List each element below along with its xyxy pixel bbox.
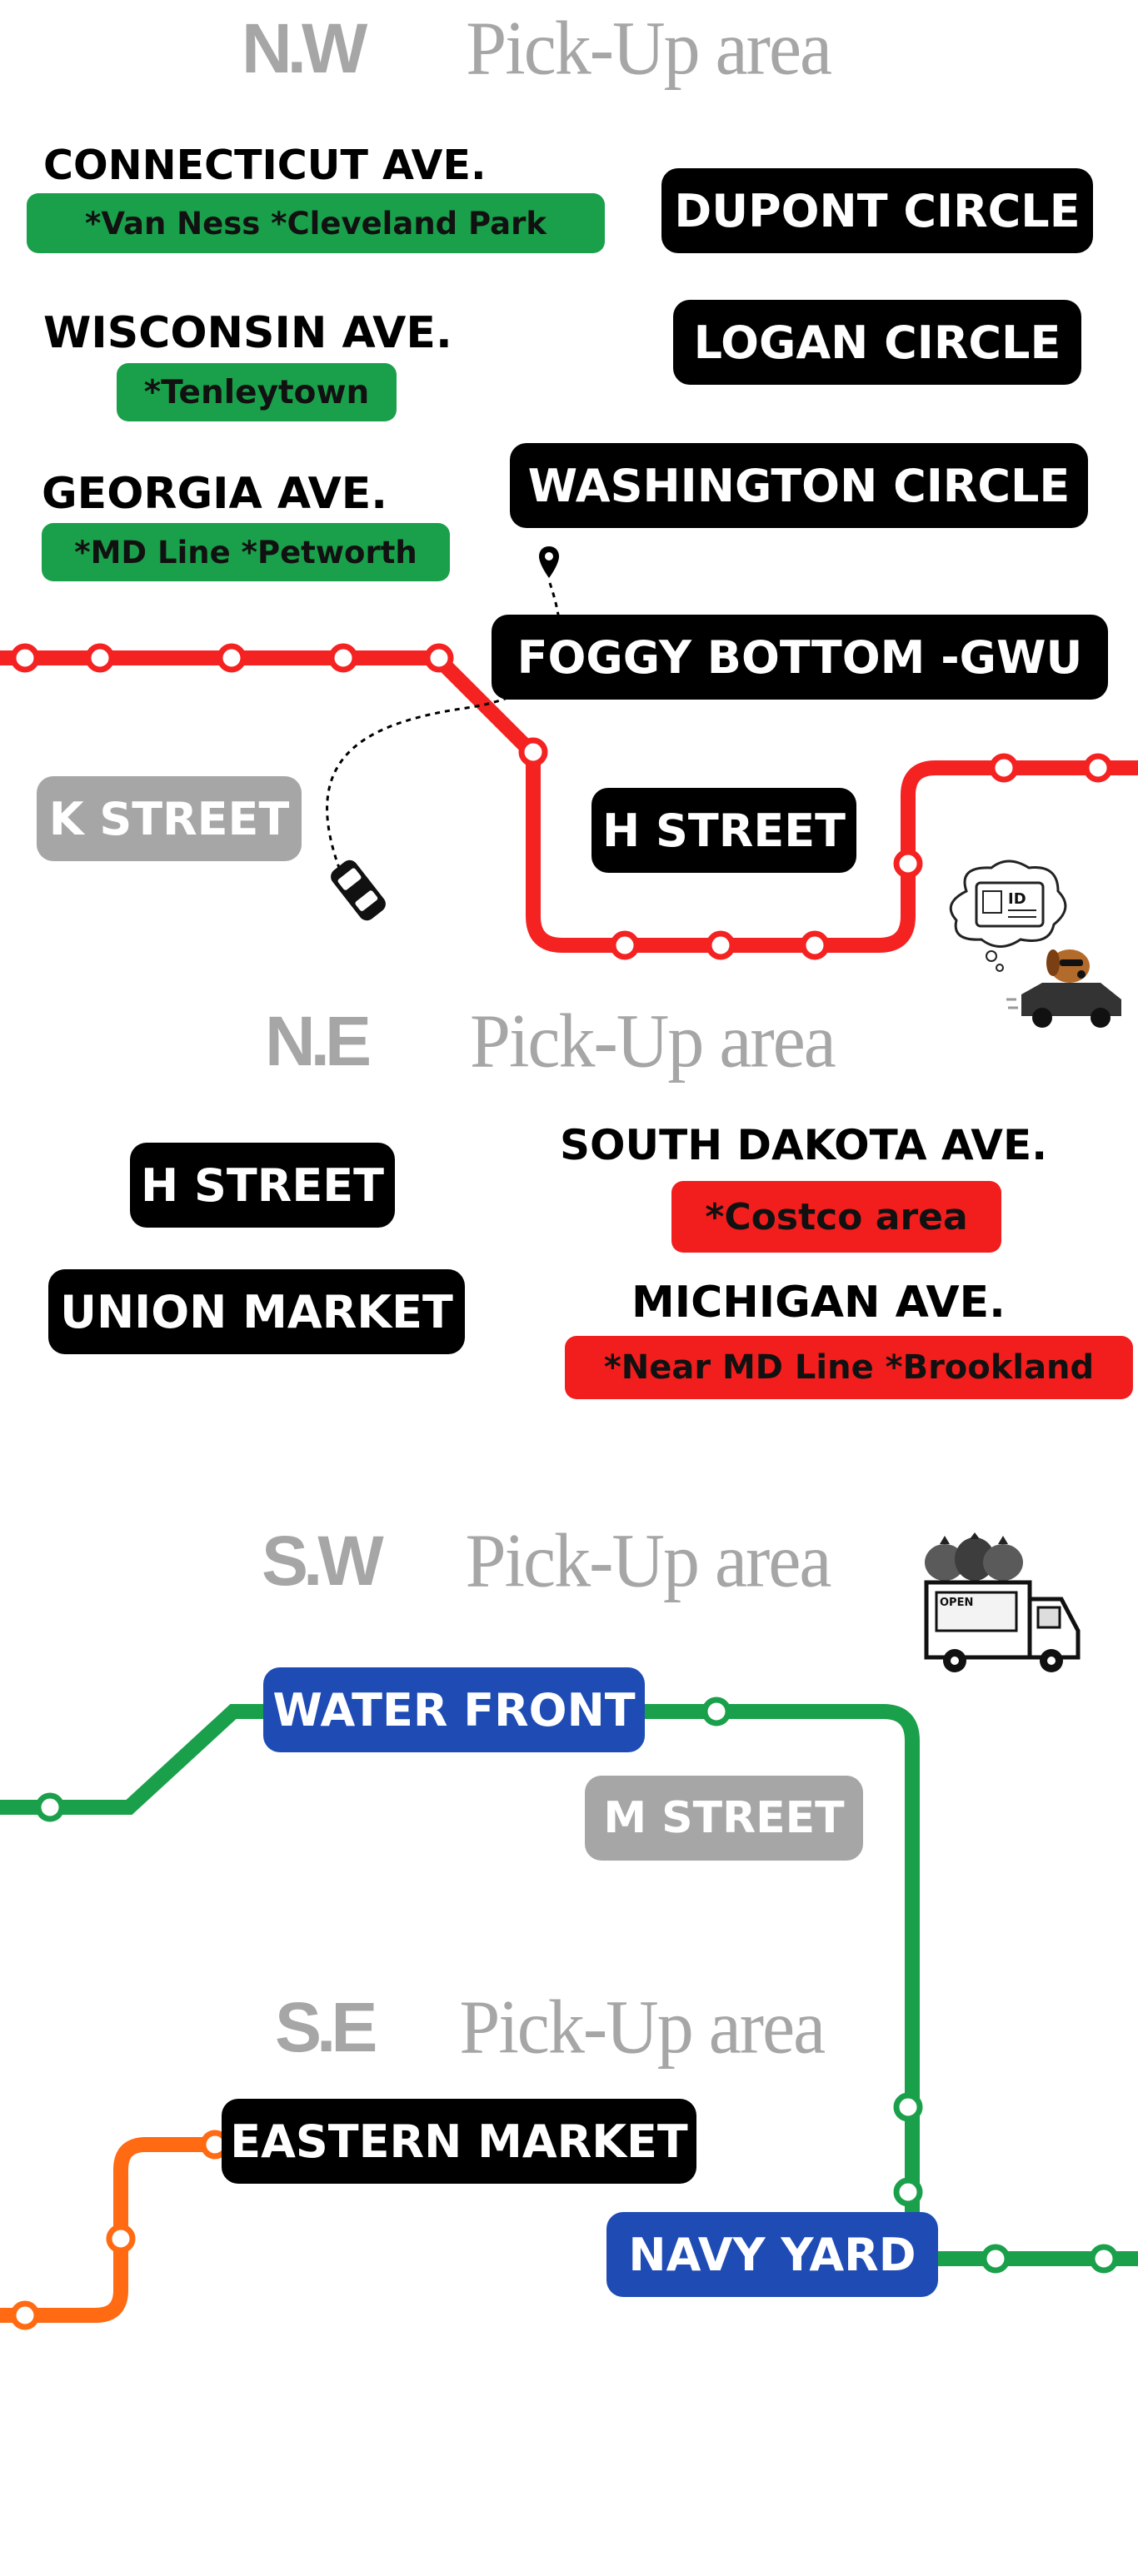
- stop-eastern-market[interactable]: EASTERN MARKET: [222, 2099, 696, 2184]
- ne-heading: N.E Pick-Up area: [265, 999, 836, 1084]
- nw-code: N.W: [242, 9, 367, 87]
- south-dakota-ave-title: SOUTH DAKOTA AVE.: [560, 1121, 1048, 1169]
- orange-line: [0, 2137, 217, 2323]
- ne-pickup-label: Pick-Up area: [470, 999, 836, 1084]
- dog-driver-icon: [1006, 949, 1121, 1028]
- red-line: [0, 650, 1138, 953]
- ne-code: N.E: [265, 1002, 372, 1080]
- stop-foggy-bottom-gwu[interactable]: FOGGY BOTTOM -GWU: [492, 615, 1108, 700]
- stop-h-street-nw[interactable]: H STREET: [591, 788, 856, 873]
- georgia-ave-tag[interactable]: *MD Line *Petworth: [42, 523, 450, 581]
- red-line-stations: [10, 643, 1113, 960]
- stop-logan-circle[interactable]: LOGAN CIRCLE: [673, 300, 1081, 385]
- michigan-ave-title: MICHIGAN AVE.: [631, 1278, 1006, 1328]
- connecticut-ave-title: CONNECTICUT AVE.: [43, 142, 487, 189]
- se-pickup-label: Pick-Up area: [459, 1985, 826, 2070]
- sw-heading: S.W Pick-Up area: [262, 1518, 832, 1604]
- stop-k-street[interactable]: K STREET: [37, 776, 302, 861]
- stop-h-street-ne[interactable]: H STREET: [130, 1143, 395, 1228]
- map-pin-icon: [539, 546, 559, 578]
- south-dakota-ave-tag[interactable]: *Costco area: [671, 1181, 1001, 1253]
- stop-water-front[interactable]: WATER FRONT: [263, 1667, 645, 1752]
- sw-code: S.W: [262, 1522, 384, 1600]
- stop-union-market[interactable]: UNION MARKET: [48, 1269, 465, 1354]
- id-card-icon: ID: [949, 859, 1067, 972]
- wisconsin-ave-tag[interactable]: *Tenleytown: [117, 363, 397, 421]
- orange-line-stations: [10, 2130, 230, 2330]
- trash-bags-icon: [925, 1532, 1023, 1581]
- georgia-ave-title: GEORGIA AVE.: [42, 469, 388, 519]
- nw-pickup-label: Pick-Up area: [466, 6, 832, 92]
- nw-heading: N.W Pick-Up area: [242, 6, 832, 92]
- food-truck-icon: OPEN: [924, 1580, 1081, 1672]
- connecticut-ave-tag[interactable]: *Van Ness *Cleveland Park: [27, 193, 605, 253]
- stop-dupont-circle[interactable]: DUPONT CIRCLE: [661, 168, 1093, 253]
- car-icon: [331, 859, 386, 921]
- stop-washington-circle[interactable]: WASHINGTON CIRCLE: [510, 443, 1088, 528]
- stop-navy-yard[interactable]: NAVY YARD: [606, 2212, 938, 2297]
- id-card-label: ID: [1008, 890, 1026, 908]
- wisconsin-ave-title: WISCONSIN AVE.: [43, 308, 452, 358]
- sw-pickup-label: Pick-Up area: [465, 1518, 832, 1604]
- se-code: S.E: [275, 1988, 377, 2066]
- se-heading: S.E Pick-Up area: [275, 1985, 826, 2070]
- green-line-stations: [35, 1697, 1119, 2274]
- michigan-ave-tag[interactable]: *Near MD Line *Brookland: [565, 1336, 1133, 1399]
- truck-sign: OPEN: [940, 1597, 973, 1609]
- stop-m-street[interactable]: M STREET: [585, 1776, 863, 1861]
